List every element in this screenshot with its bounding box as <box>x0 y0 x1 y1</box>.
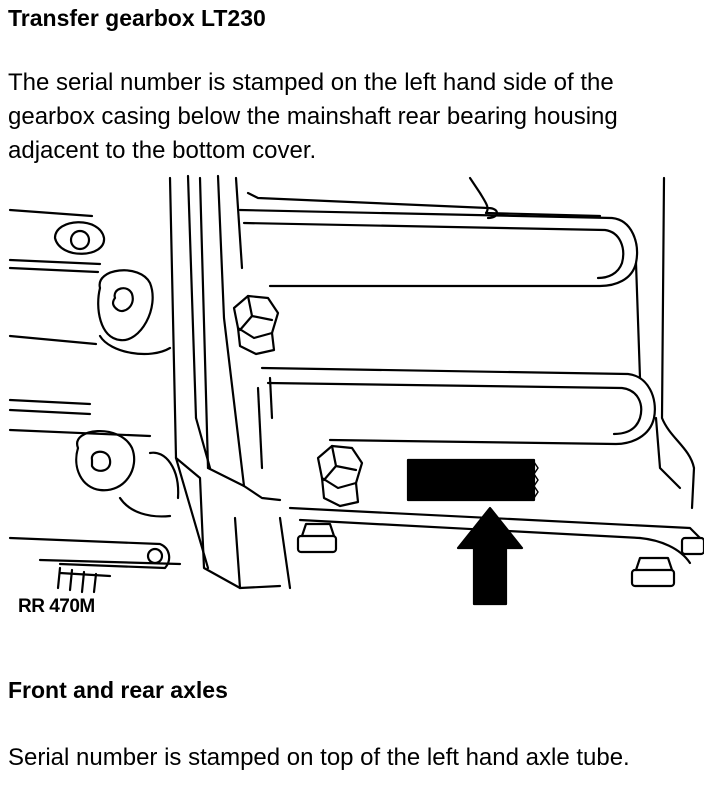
upper-left-lug <box>53 221 106 255</box>
cover-bolt-left <box>296 522 338 554</box>
cover-bolt-right <box>630 556 676 588</box>
lower-hex-bolt <box>316 444 364 508</box>
section-body-axles: Serial number is stamped on top of the l… <box>8 744 630 771</box>
vertical-pillar <box>168 174 499 590</box>
gearbox-illustration <box>0 168 704 630</box>
lower-casing-bar <box>256 366 656 470</box>
figure-reference-label: RR 470M <box>18 596 95 617</box>
arrow-up-icon <box>456 506 524 606</box>
section-body-transfer-gearbox: The serial number is stamped on the left… <box>8 69 618 164</box>
bottom-left-flange <box>8 536 171 594</box>
section-heading-transfer-gearbox: Transfer gearbox LT230 <box>8 5 266 31</box>
middle-left-boss <box>97 269 172 356</box>
lower-left-boss <box>75 430 180 518</box>
upper-casing-bar <box>238 176 638 288</box>
casing-left-lines <box>8 208 182 578</box>
section-heading-axles: Front and rear axles <box>8 677 228 703</box>
bottom-cover <box>278 506 702 590</box>
upper-hex-bolt <box>232 294 280 356</box>
serial-number-location <box>406 458 539 502</box>
casing-right-edge <box>634 176 696 510</box>
cover-bolt-far-right <box>680 536 704 556</box>
